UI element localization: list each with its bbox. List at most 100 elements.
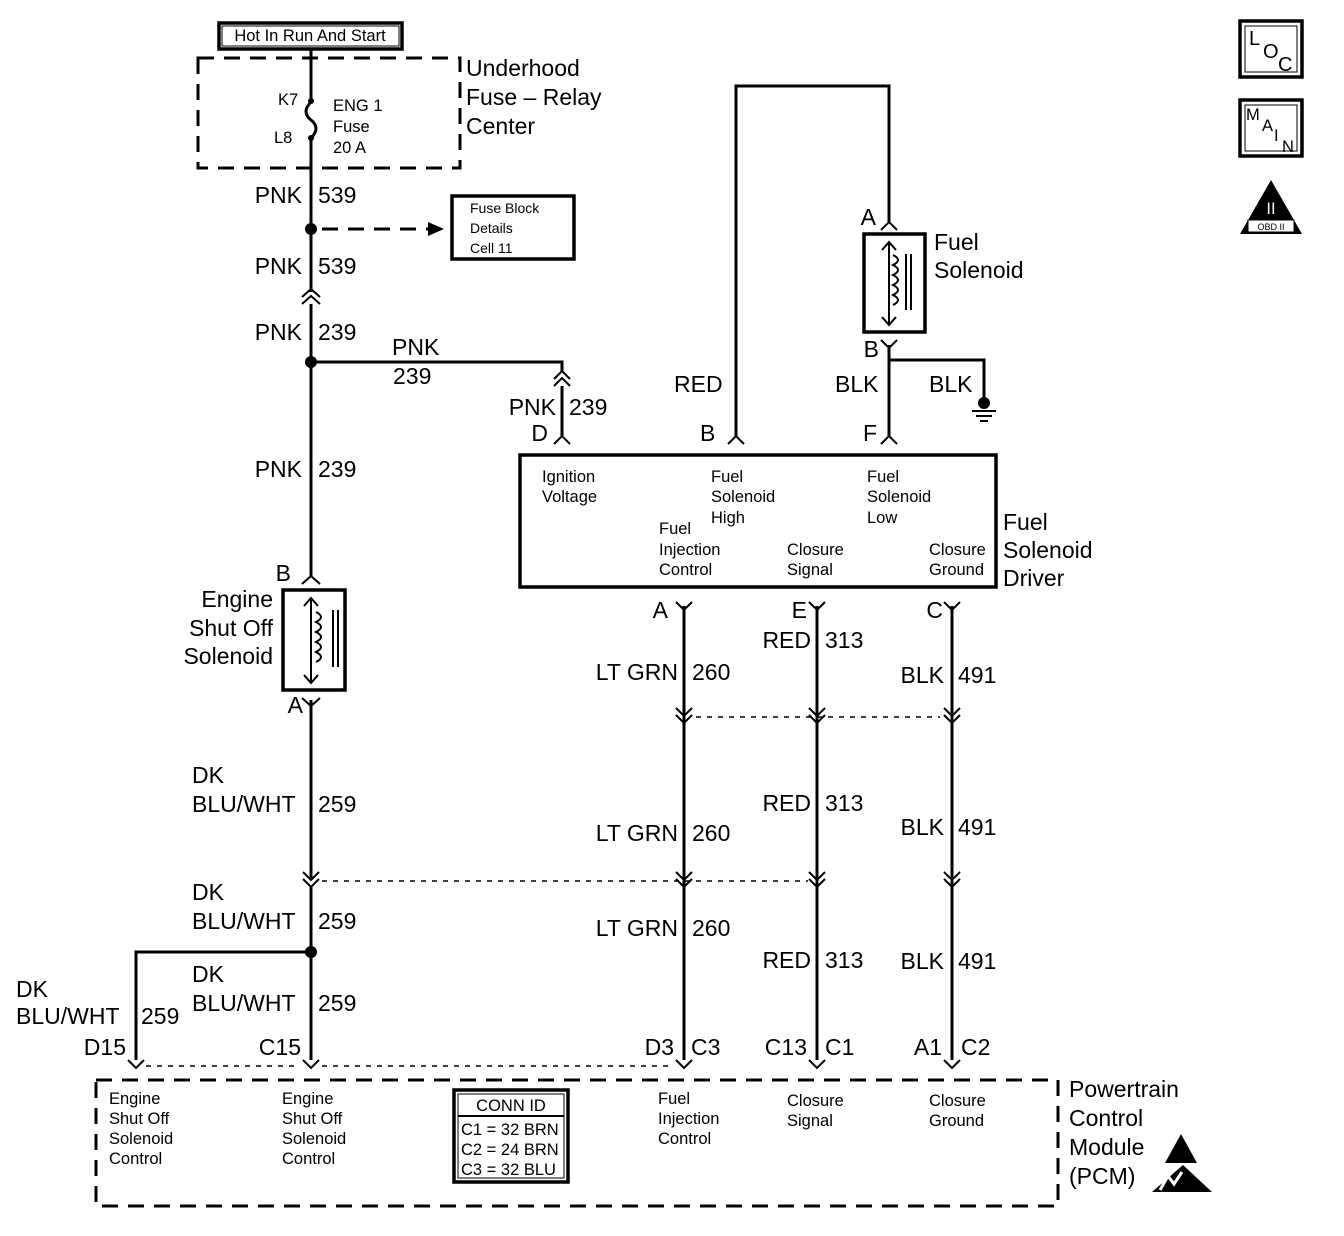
conn-id-row-3: C3 = 32 BLU	[461, 1161, 556, 1179]
fuse-pin-l8: L8	[274, 129, 292, 147]
driver-injection-3: Control	[659, 561, 712, 579]
loc-badge: L O C	[1238, 19, 1304, 79]
fuse-icon	[304, 100, 318, 140]
driver-pin-d: D	[531, 420, 548, 446]
pcm-injection-3: Control	[658, 1130, 711, 1148]
eso-pin-a: A	[288, 692, 304, 718]
pcm-eso1-2: Shut Off	[109, 1110, 170, 1128]
pcm-pin-c3: C3	[691, 1034, 720, 1060]
wire-red313-2-color: RED	[762, 790, 811, 816]
splice-539	[305, 223, 317, 235]
fuel-solenoid-pin-b: B	[864, 336, 879, 362]
eso-solenoid-box	[281, 588, 347, 692]
wire-ltgrn-2-color: LT GRN	[596, 820, 678, 846]
pcm-pin-c13: C13	[765, 1034, 807, 1060]
inline-connector-d	[553, 369, 571, 387]
svg-text:OBD II: OBD II	[1257, 222, 1284, 232]
driver-title-1: Fuel	[1003, 509, 1048, 535]
pcm-pin-c1: C1	[825, 1034, 854, 1060]
driver-high-3: High	[711, 509, 745, 527]
fuse-block-line-1: Fuse Block	[470, 200, 540, 216]
fuse-block-line-2: Details	[470, 220, 513, 236]
fuel-solenoid-coil-icon	[890, 254, 899, 306]
pcm-pin-d3: D3	[645, 1034, 674, 1060]
driver-ignition-2: Voltage	[542, 488, 597, 506]
pcm-pin-c15: C15	[259, 1034, 301, 1060]
fuse-center-title-3: Center	[466, 113, 535, 139]
svg-text:II: II	[1266, 200, 1275, 218]
fuel-solenoid-title-1: Fuel	[934, 229, 979, 255]
wire-dkblu3-num: 259	[318, 990, 356, 1016]
pcm-injection-1: Fuel	[658, 1090, 690, 1108]
hot-in-run-label: Hot In Run And Start	[234, 27, 386, 45]
fuel-solenoid-driver-box	[518, 453, 998, 589]
eso-pin-b: B	[276, 560, 291, 586]
wire-pnk239-branch-num: 239	[393, 363, 431, 389]
conn-id-title: CONN ID	[476, 1097, 546, 1115]
wire-ltgrn-3-num: 260	[692, 915, 730, 941]
fuel-solenoid-pin-a: A	[861, 204, 877, 230]
wire-dkblu2-color: BLU/WHT	[192, 908, 296, 934]
pcm-title-4: (PCM)	[1069, 1163, 1135, 1189]
svg-text:N: N	[1282, 138, 1294, 156]
svg-text:I: I	[1274, 127, 1279, 145]
pcm-pin-c2: C2	[961, 1034, 990, 1060]
driver-pin-c: C	[926, 597, 943, 623]
wire-dkblu-left-color: BLU/WHT	[16, 1003, 120, 1029]
wire-dkblu-left-dk: DK	[16, 976, 49, 1002]
wire-dkblu3-color: BLU/WHT	[192, 990, 296, 1016]
driver-closure-ground-2: Ground	[929, 561, 984, 579]
wire-pnk539-num-b: 539	[318, 253, 356, 279]
pcm-eso2-4: Control	[282, 1150, 335, 1168]
wire-red313-3-num: 313	[825, 947, 863, 973]
wire-dkblu2-num: 259	[318, 908, 356, 934]
driver-pin-f: F	[863, 420, 877, 446]
svg-text:A: A	[1262, 117, 1273, 135]
wire-blk491-1-num: 491	[958, 662, 996, 688]
wire-red313-3-color: RED	[762, 947, 811, 973]
driver-title-3: Driver	[1003, 565, 1065, 591]
pcm-eso2-1: Engine	[282, 1090, 333, 1108]
wire-blk491-1-color: BLK	[901, 662, 945, 688]
fuse-label-2: Fuse	[333, 118, 370, 136]
wire-pnk239-num-c: 239	[318, 456, 356, 482]
wire-pnk539-color-b: PNK	[255, 253, 303, 279]
wire-pnk239-d-color: PNK	[509, 394, 557, 420]
ground-icon	[978, 397, 990, 409]
wire-pnk239-branch-color: PNK	[392, 334, 440, 360]
wire-dkblu3-dk: DK	[192, 961, 225, 987]
wire-ltgrn-3-color: LT GRN	[596, 915, 678, 941]
driver-title-2: Solenoid	[1003, 537, 1093, 563]
driver-high-2: Solenoid	[711, 488, 775, 506]
fuse-block-details-box	[450, 194, 576, 261]
output-wires	[675, 601, 961, 1060]
wire-red313-2-num: 313	[825, 790, 863, 816]
driver-ignition-1: Ignition	[542, 468, 595, 486]
driver-closure-ground-1: Closure	[929, 541, 986, 559]
driver-injection-2: Injection	[659, 541, 720, 559]
obd-ii-badge: II OBD II	[1240, 180, 1302, 234]
wire-dkblu-left-num: 259	[141, 1003, 179, 1029]
fuse-center-box	[196, 56, 462, 170]
wire-ltgrn-2-num: 260	[692, 820, 730, 846]
wire-blk-ground: BLK	[929, 371, 973, 397]
svg-text:O: O	[1263, 41, 1279, 63]
wire-dkblu1-dk: DK	[192, 762, 225, 788]
wire-dkblu1-num: 259	[318, 791, 356, 817]
wire-pnk239-num-a: 239	[318, 319, 356, 345]
wire-red-top: RED	[674, 371, 723, 397]
wire-pnk239-color-c: PNK	[255, 456, 303, 482]
driver-pin-a: A	[653, 597, 669, 623]
pcm-box	[94, 1078, 1060, 1208]
eso-coil-icon	[313, 611, 322, 663]
fuse-label-1: ENG 1	[333, 97, 383, 115]
driver-low-1: Fuel	[867, 468, 899, 486]
pcm-closure-ground-1: Closure	[929, 1092, 986, 1110]
conn-id-box	[452, 1088, 570, 1184]
pcm-eso1-4: Control	[109, 1150, 162, 1168]
fuel-solenoid-box	[862, 232, 927, 334]
wire-ltgrn-1-num: 260	[692, 659, 730, 685]
pcm-pin-d15: D15	[84, 1034, 126, 1060]
svg-text:C: C	[1278, 54, 1292, 76]
